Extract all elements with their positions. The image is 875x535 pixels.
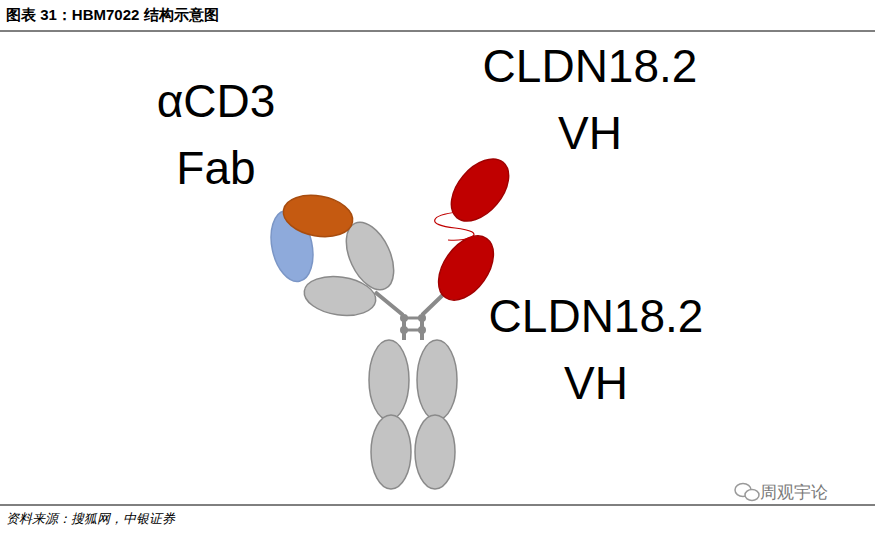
antibody xyxy=(265,148,520,489)
source-caption: 资料来源：搜狐网，中银证券 xyxy=(6,510,175,528)
watermark: 周观宇论 xyxy=(760,481,850,504)
part-label: αCD3 Fab xyxy=(131,68,301,201)
part-label: CLDN18.2 VH xyxy=(465,33,715,166)
title-rule xyxy=(0,31,875,32)
figure-title: 图表 31：HBM7022 结构示意图 xyxy=(6,6,219,25)
part-label: CLDN18.2 VH xyxy=(471,283,721,416)
wechat-icon xyxy=(735,484,759,501)
footer-rule xyxy=(0,505,875,506)
